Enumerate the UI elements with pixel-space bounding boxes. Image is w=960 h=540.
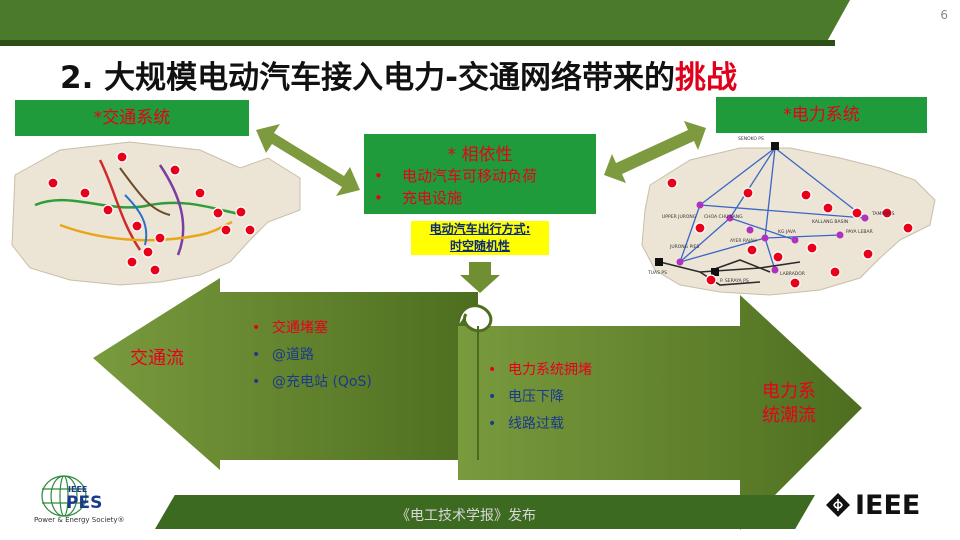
- rail-line-blue: [124, 194, 148, 246]
- traffic-flow-label: 交通流: [130, 348, 184, 369]
- power-bullets: •电力系统拥堵 •电压下降 •线路过载: [488, 357, 592, 438]
- header-bar: [0, 0, 850, 46]
- watermark: 《电工技术学报》发布: [396, 508, 536, 524]
- title-highlight: 挑战: [675, 60, 738, 96]
- station-markers: [47, 151, 256, 276]
- substation-nodes: [676, 201, 869, 274]
- title-main: 2. 大规模电动汽车接入电力-交通网络带来的: [60, 60, 676, 96]
- dependency-title: * 相依性: [447, 145, 513, 165]
- power-map-labels: SENOKO PS UPPER JURONG CHOA CHU KANG JUR…: [647, 136, 895, 284]
- ev-mode-line1: 电动汽车出行方式:: [429, 222, 531, 236]
- ieee-logo-text: IEEE: [855, 490, 921, 521]
- svg-text:KALLANG BASIN: KALLANG BASIN: [812, 219, 848, 225]
- power-flow-arrow: [458, 295, 862, 530]
- page-number: 6: [940, 8, 948, 22]
- down-arrow: [460, 262, 500, 293]
- power-bullet-item: •线路过载: [488, 416, 564, 432]
- power-plants: [655, 142, 779, 276]
- ev-mode-line2: 时空随机性: [449, 239, 510, 253]
- svg-text:PAYA LEBAR: PAYA LEBAR: [846, 229, 873, 235]
- connector-arrows: [256, 121, 706, 196]
- traffic-flow-arrow: [93, 278, 478, 470]
- pes-top-text: IEEE: [68, 485, 87, 494]
- svg-text:KG JAVA: KG JAVA: [778, 229, 797, 235]
- svg-text:JURONG PIES: JURONG PIES: [669, 244, 699, 250]
- transport-system-label: *交通系统: [15, 100, 249, 136]
- power-bullet-item: •电力系统拥堵: [488, 362, 592, 378]
- ieee-diamond-icon: [826, 493, 850, 517]
- traffic-bullet-item: •@充电站 (QoS): [252, 374, 372, 390]
- svg-text:SENOKO PS: SENOKO PS: [738, 136, 764, 142]
- svg-text:P. SERAYA PS: P. SERAYA PS: [720, 278, 749, 284]
- footer-bar: [155, 495, 815, 529]
- ieee-logo: IEEE: [825, 490, 920, 521]
- arrow-transport-dependency: [256, 124, 360, 196]
- traffic-bullet-item: •交通堵塞: [252, 320, 328, 336]
- ieee-pes-logo: IEEE PES: [41, 475, 102, 517]
- svg-text:TAMPINES: TAMPINES: [871, 211, 895, 217]
- scroll-curl: [456, 304, 493, 333]
- pes-label: Power & Energy Society®: [34, 516, 125, 524]
- charging-markers: [666, 177, 914, 289]
- power-bullet-item: •电压下降: [488, 389, 564, 405]
- svg-text:AYER RAJAH: AYER RAJAH: [730, 238, 757, 244]
- svg-text:UPPER JURONG: UPPER JURONG: [662, 214, 697, 220]
- rail-line-brown: [119, 167, 171, 216]
- ev-mode-box: 电动汽车出行方式: 时空随机性: [411, 221, 549, 255]
- arrow-dependency-power: [604, 121, 706, 183]
- power-system-label: *电力系统: [716, 97, 927, 133]
- dependency-item: •充电设施: [374, 189, 463, 207]
- pes-main-text: PES: [66, 493, 102, 513]
- header-bar-shadow: [0, 40, 835, 46]
- svg-text:CHOA CHU KANG: CHOA CHU KANG: [704, 214, 743, 220]
- svg-text:LABRADOR: LABRADOR: [780, 271, 805, 277]
- traffic-bullet-item: •@道路: [252, 347, 314, 363]
- slide-title: 2. 大规模电动汽车接入电力-交通网络带来的挑战: [60, 52, 737, 97]
- dependency-item: •电动汽车可移动负荷: [374, 167, 538, 185]
- power-flow-label: 电力系 统潮流: [762, 381, 816, 426]
- dependency-box: * 相依性 •电动汽车可移动负荷 •充电设施: [364, 134, 596, 214]
- rail-line-purple: [158, 164, 185, 256]
- svg-text:TUAS PS: TUAS PS: [647, 270, 667, 276]
- power-map: SENOKO PS UPPER JURONG CHOA CHU KANG JUR…: [641, 136, 936, 296]
- traffic-bullets: •交通堵塞 •@道路 •@充电站 (QoS): [252, 315, 372, 396]
- transport-map: [11, 141, 301, 286]
